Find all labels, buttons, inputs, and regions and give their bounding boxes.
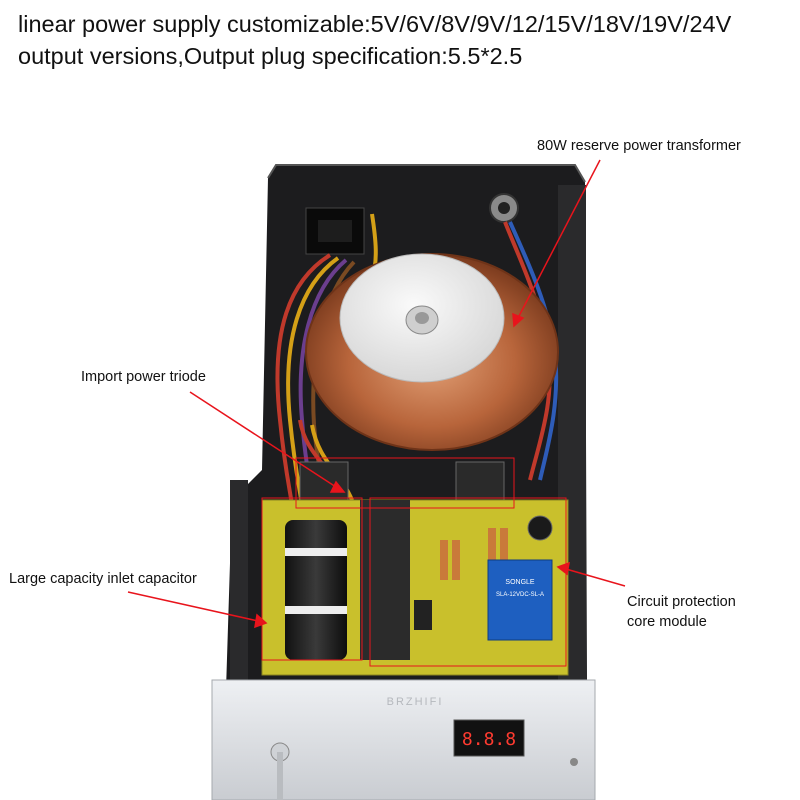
triode-arrow xyxy=(189,391,337,488)
triode-arrowhead xyxy=(329,480,346,493)
label-triode: Import power triode xyxy=(81,369,206,385)
toroidal-transformer xyxy=(305,253,559,451)
headline: linear power supply customizable:5V/6V/8… xyxy=(18,8,798,72)
relay-brand: SONGLE xyxy=(505,579,535,586)
relay-model: SLA-12VDC-SL-A xyxy=(496,592,544,598)
protection-highlight-box xyxy=(369,497,567,667)
headline-line-2: output versions,Output plug specificatio… xyxy=(18,43,523,69)
power-inlet xyxy=(305,207,365,255)
front-panel: BRZHIFI 8.8.8 xyxy=(211,679,596,800)
callout-arrows xyxy=(127,159,626,629)
label-capacitor: Large capacity inlet capacitor xyxy=(9,571,197,587)
protection-arrow xyxy=(565,568,626,587)
protection-arrowhead xyxy=(556,561,570,576)
capacitor-arrowhead xyxy=(254,613,268,629)
label-protection-line-2: core module xyxy=(627,614,707,630)
transformer-arrow xyxy=(517,159,601,319)
transformer-arrowhead xyxy=(512,312,525,328)
relay: SONGLE SLA-12VDC-SL-A xyxy=(487,559,553,641)
dc-output-jack xyxy=(489,193,519,223)
inductor-coils xyxy=(440,528,508,580)
label-transformer: 80W reserve power transformer xyxy=(537,138,741,154)
capacitor-arrow xyxy=(127,591,259,622)
annotation-boxes xyxy=(261,457,567,667)
headline-line-1: linear power supply customizable:5V/6V/8… xyxy=(18,11,732,37)
label-protection-line-1: Circuit protection xyxy=(627,594,736,610)
triode-highlight-box xyxy=(295,457,515,509)
filter-capacitor xyxy=(285,520,347,660)
voltage-display: 8.8.8 xyxy=(462,729,516,750)
circuit-board: SONGLE SLA-12VDC-SL-A xyxy=(261,499,569,676)
capacitor-highlight-box xyxy=(261,497,363,661)
brand-logo: BRZHIFI xyxy=(387,696,444,708)
